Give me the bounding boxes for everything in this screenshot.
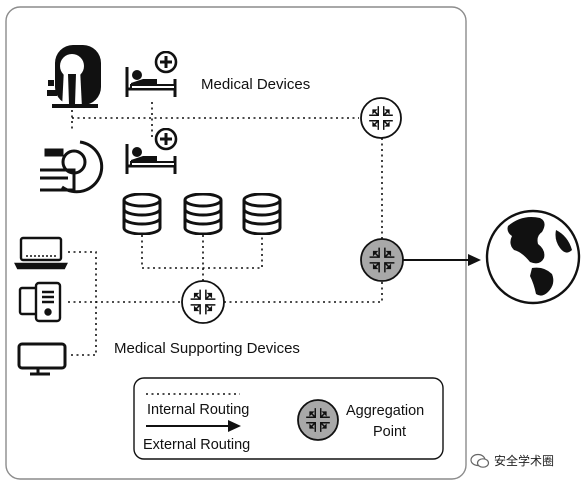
database-icon — [183, 193, 223, 235]
legend-aggregation-icon — [297, 399, 339, 441]
monitor-icon — [17, 342, 67, 376]
router-icon — [181, 280, 225, 324]
database-icon — [242, 193, 282, 235]
wechat-icon — [470, 453, 490, 468]
external-routing-arrow — [403, 254, 481, 266]
legend-external-label: External Routing — [143, 437, 251, 453]
watermark: 安全学术圈 — [470, 452, 554, 469]
database-icon — [122, 193, 162, 235]
patient-bed-icon — [125, 51, 178, 99]
internal-routing-lines — [68, 102, 383, 356]
legend-internal-label: Internal Routing — [147, 402, 250, 418]
watermark-text: 安全学术圈 — [494, 454, 555, 468]
ct-scanner-icon — [40, 140, 104, 194]
legend-aggregation-label-2: Point — [373, 424, 407, 440]
laptop-icon — [14, 236, 68, 270]
diagram-frame — [5, 6, 467, 480]
mri-scanner-icon — [47, 45, 101, 108]
aggregation-point-icon — [360, 238, 404, 282]
legend-box — [133, 377, 444, 460]
router-icon — [360, 97, 402, 139]
medical-devices-label: Medical Devices — [201, 76, 311, 93]
globe-icon — [485, 209, 581, 305]
desktop-computer-icon — [18, 281, 62, 323]
supporting-devices-label: Medical Supporting Devices — [114, 340, 300, 357]
legend-external-arrow — [146, 420, 241, 432]
legend-aggregation-label-1: Aggregation — [346, 403, 425, 419]
